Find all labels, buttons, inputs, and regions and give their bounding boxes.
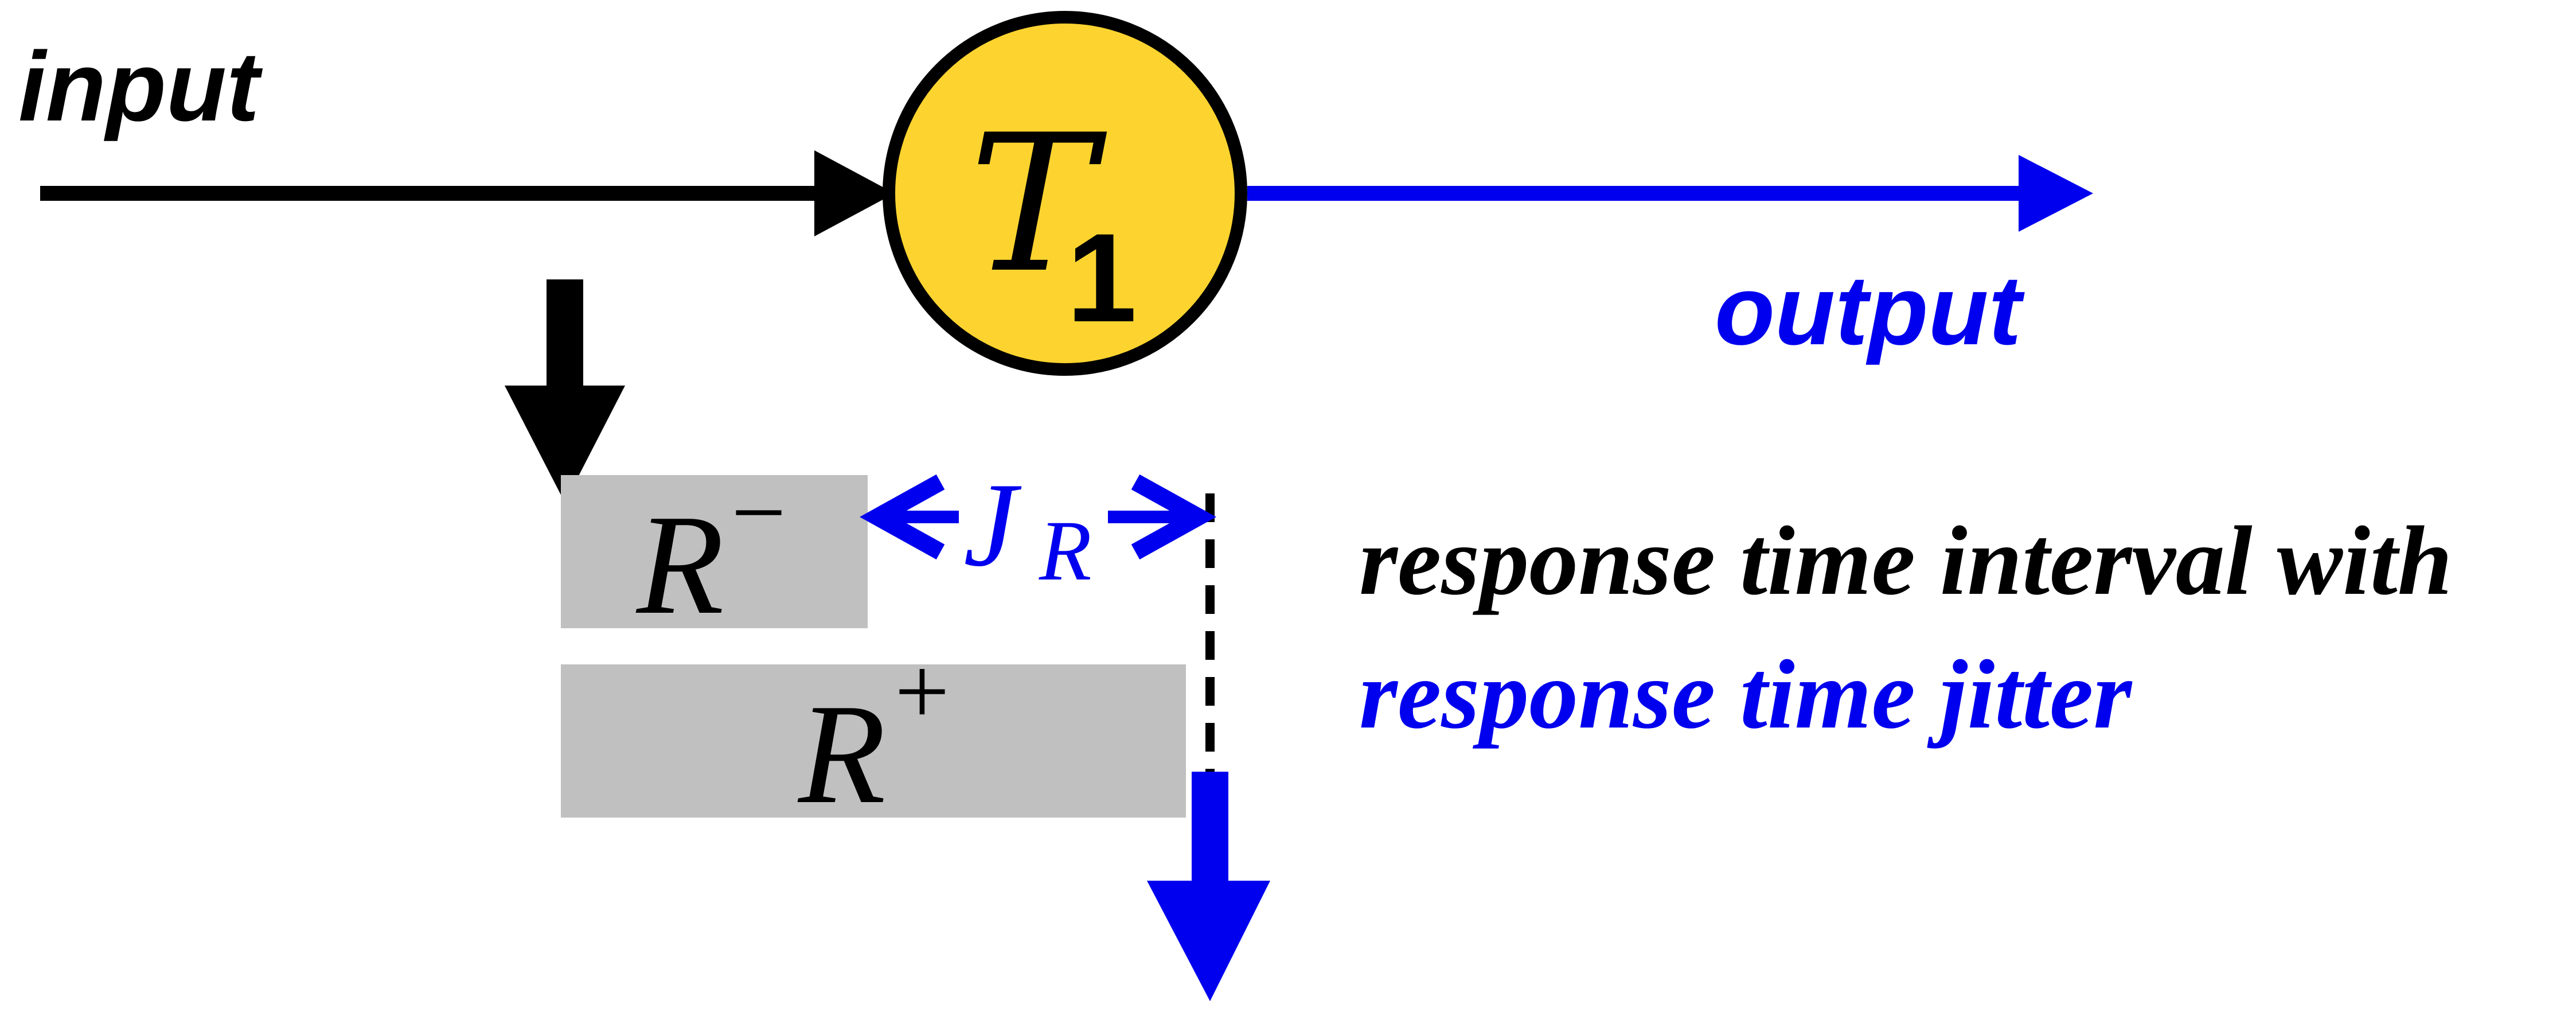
interval-min-symbol: R (635, 485, 724, 644)
output-arrow (1247, 155, 2093, 232)
input-arrow (40, 150, 895, 236)
start-arrow (505, 279, 625, 503)
interval-min-bar: R − (561, 458, 868, 644)
caption-line1: response time interval with (1359, 507, 2452, 616)
task-subscript: 1 (1067, 207, 1137, 348)
output-label: output (1715, 255, 2025, 365)
jitter-symbol: J (963, 458, 1022, 592)
input-label: input (18, 32, 263, 142)
jitter-label: J R (959, 458, 1108, 598)
completion-arrow (1147, 772, 1270, 1001)
jitter-subscript: R (1039, 503, 1092, 598)
interval-max-bar: R + (561, 637, 1186, 834)
task-symbol: T (969, 94, 1108, 314)
caption-line2: response time jitter (1359, 640, 2133, 749)
interval-max-symbol: R (797, 675, 886, 834)
interval-max-superscript: + (895, 637, 950, 745)
task-node: T 1 (883, 11, 1247, 376)
interval-min-superscript: − (731, 458, 786, 566)
